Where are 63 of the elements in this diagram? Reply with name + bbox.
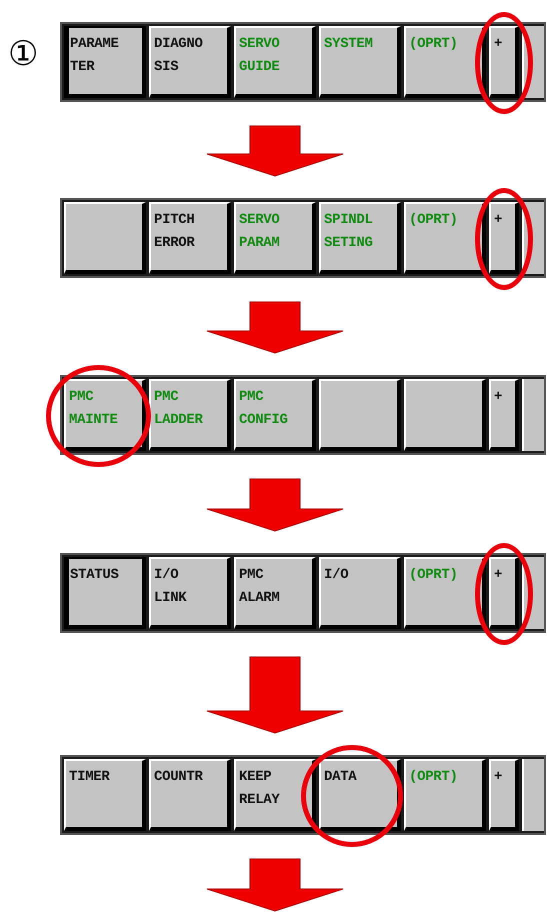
key-label: PMC ALARM [239, 566, 281, 608]
key-label: PMC CONFIG [239, 388, 289, 430]
soft-key [149, 202, 231, 274]
soft-key [64, 379, 146, 451]
key-label: SYSTEM [324, 35, 374, 54]
soft-key [64, 759, 146, 831]
soft-key [489, 379, 519, 451]
soft-key [64, 26, 146, 98]
key-label: PARAME TER [70, 35, 120, 77]
soft-key [234, 557, 316, 629]
soft-key [319, 759, 401, 831]
soft-key [234, 379, 316, 451]
key-label: COUNTR [154, 768, 204, 787]
key-label: SERVO PARAM [239, 211, 281, 253]
soft-key [149, 557, 231, 629]
step-number: ① [8, 34, 38, 74]
soft-key [149, 26, 231, 98]
block-arrow [206, 656, 344, 734]
key-label: + [494, 35, 504, 54]
soft-key [489, 759, 519, 831]
soft-key [404, 759, 486, 831]
soft-key [319, 557, 401, 629]
key-label: SPINDL SETING [324, 211, 374, 253]
key-label: (OPRT) [409, 211, 459, 230]
key-label: SERVO GUIDE [239, 35, 281, 77]
key-label: DIAGNO SIS [154, 35, 204, 77]
key-label: + [494, 566, 504, 585]
block-arrow [206, 126, 344, 177]
soft-key [489, 557, 519, 629]
block-arrow [206, 478, 344, 532]
key-label: PMC MAINTE [69, 388, 119, 430]
soft-key [404, 557, 486, 629]
soft-key [234, 202, 316, 274]
blank-soft-key [404, 379, 486, 451]
key-label: PITCH ERROR [154, 211, 196, 253]
soft-key [234, 26, 316, 98]
key-label: (OPRT) [409, 566, 459, 585]
blank-soft-key [64, 202, 146, 274]
key-label: (OPRT) [409, 35, 459, 54]
soft-key [149, 379, 231, 451]
soft-key [489, 26, 519, 98]
key-label: + [494, 211, 504, 230]
soft-key [489, 202, 519, 274]
key-label: PMC LADDER [154, 388, 204, 430]
soft-key [149, 759, 231, 831]
key-label: DATA [324, 768, 358, 787]
soft-key [234, 759, 316, 831]
blank-soft-key [319, 379, 401, 451]
block-arrow [206, 302, 344, 354]
key-label: I/O LINK [154, 566, 188, 608]
soft-key [319, 202, 401, 274]
soft-key [319, 26, 401, 98]
soft-key [64, 557, 146, 629]
key-label: KEEP RELAY [239, 768, 281, 810]
key-label: + [494, 388, 504, 407]
key-label: + [494, 768, 504, 787]
block-arrow [206, 858, 344, 912]
key-label: I/O [324, 566, 350, 585]
soft-key [404, 202, 486, 274]
soft-key [404, 26, 486, 98]
key-label: (OPRT) [409, 768, 459, 787]
key-label: STATUS [70, 566, 120, 585]
key-label: TIMER [69, 768, 111, 787]
